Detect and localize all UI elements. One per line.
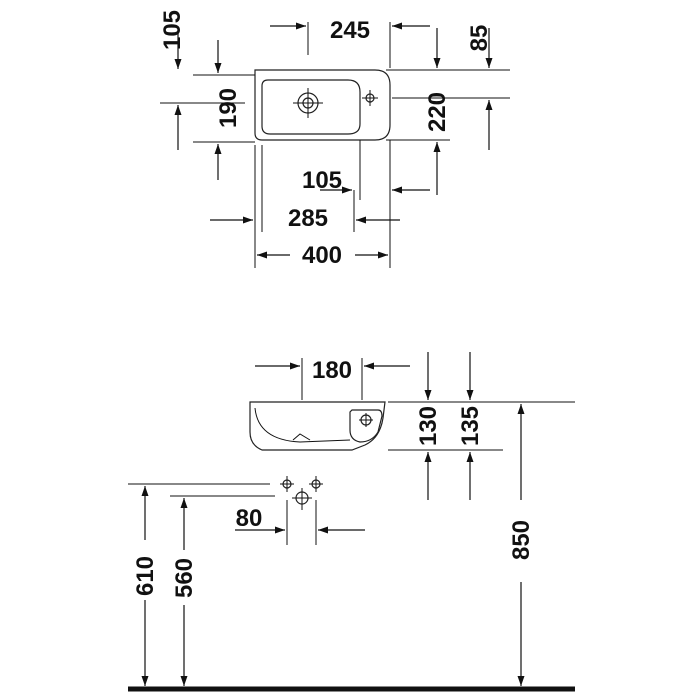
overflow-detail xyxy=(349,409,383,443)
dim-rim-height: 135 xyxy=(457,406,484,446)
dim-install-height: 850 xyxy=(508,520,535,560)
dim-bowl-height: 130 xyxy=(415,406,442,446)
supply-connection-icon xyxy=(280,476,323,492)
basin-bowl-outline xyxy=(261,79,361,135)
tap-hole-icon xyxy=(362,90,378,106)
dim-drain-offset: 105 xyxy=(302,167,342,194)
top-view: 105 245 85 190 220 105 285 400 xyxy=(159,10,510,269)
basin-top-outline xyxy=(254,69,391,141)
dim-tap-offset: 245 xyxy=(330,17,370,44)
side-view: 180 130 135 850 80 610 560 xyxy=(128,352,575,692)
dim-left-offset: 105 xyxy=(159,10,186,50)
dim-drain-distance: 180 xyxy=(312,357,352,384)
dim-overall-width: 400 xyxy=(302,242,342,269)
dim-outer-depth: 220 xyxy=(424,92,451,132)
waste-connection-icon xyxy=(292,488,312,510)
basin-side-outline xyxy=(249,401,386,451)
dim-inner-width: 285 xyxy=(288,205,328,232)
dim-right-offset: 85 xyxy=(466,25,493,52)
dim-supply-spacing: 80 xyxy=(236,505,263,532)
dim-supply-height: 610 xyxy=(132,556,159,596)
drain-icon xyxy=(293,88,323,118)
dim-inner-depth: 190 xyxy=(215,88,242,128)
dim-waste-height: 560 xyxy=(171,558,198,598)
